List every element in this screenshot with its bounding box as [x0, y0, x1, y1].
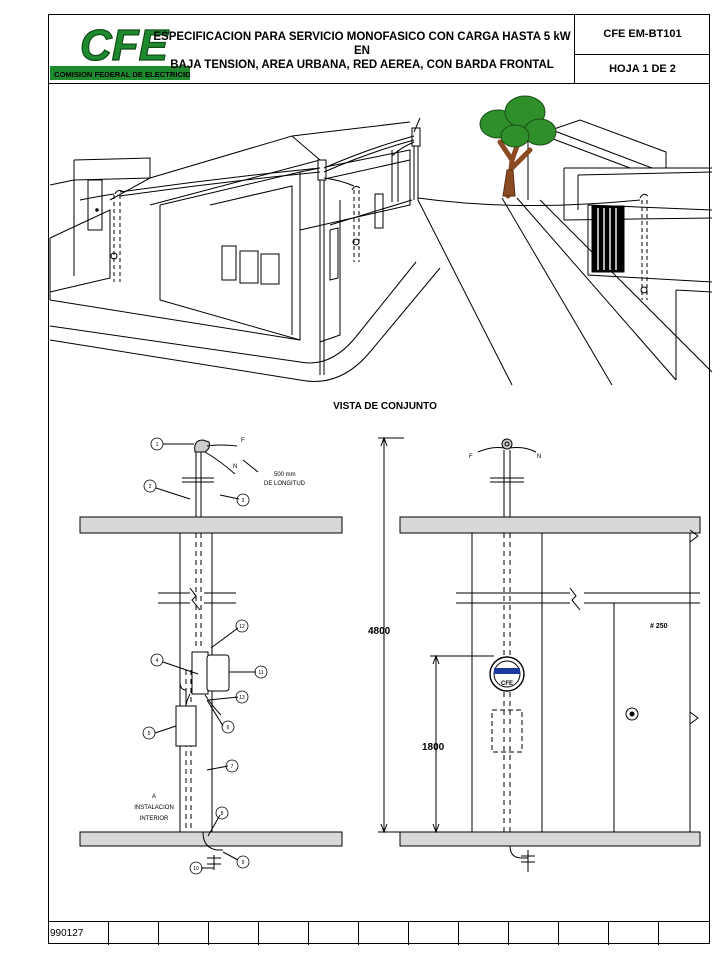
callout-1: 1: [156, 442, 159, 448]
callout-7: 7: [231, 764, 234, 770]
revision-cell: [608, 922, 658, 945]
meter-brand: CFE: [501, 681, 513, 687]
length-label-1: 500 mm: [274, 472, 296, 478]
spec-code: CFE EM-BT101: [575, 14, 710, 55]
callout-5: 5: [148, 731, 151, 737]
tree: [479, 95, 557, 199]
callout-numbers: 1 2 3 4 5 6 7 8 9 10 11 12 13: [148, 442, 264, 872]
spec-title: ESPECIFICACION PARA SERVICIO MONOFASICO …: [150, 30, 574, 72]
revision-cell: [108, 922, 158, 945]
callout-11: 11: [258, 670, 263, 676]
perspective-view: [49, 95, 713, 386]
callout-6: 6: [227, 725, 230, 731]
cfe-logo: CFE COMISION FEDERAL DE ELECTRICIDAD: [50, 20, 190, 80]
install-label-3: INTERIOR: [140, 816, 169, 822]
height-total: 4800: [368, 626, 391, 637]
revision-cell: [358, 922, 408, 945]
revision-cell: [208, 922, 258, 945]
left-phase-label: F: [241, 438, 245, 444]
revision-cell: [158, 922, 208, 945]
install-label-2: INSTALACION: [134, 805, 174, 811]
door-number: # 250: [650, 623, 668, 630]
utility-poles: [110, 127, 649, 375]
left-house: [49, 157, 151, 293]
callout-12: 12: [239, 624, 245, 630]
install-label-1: A: [152, 794, 156, 800]
drawing-frame: [48, 14, 710, 944]
right-neutral-label: N: [537, 454, 541, 460]
section-title: VISTA DE CONJUNTO: [333, 401, 437, 412]
logo-subtext: COMISION FEDERAL DE ELECTRICIDAD: [54, 70, 190, 79]
callout-9: 9: [242, 860, 245, 866]
callout-10: 10: [193, 866, 199, 872]
callout-4: 4: [156, 658, 159, 664]
length-label-2: DE LONGITUD: [264, 481, 306, 487]
right-phase-label: F: [469, 454, 473, 460]
gate-grille: [591, 205, 625, 273]
revision-cell: [658, 922, 710, 945]
date-code: 990127: [50, 928, 84, 939]
revision-cell: [258, 922, 308, 945]
left-detail: [79, 439, 343, 870]
revision-cell: [558, 922, 608, 945]
callout-13: 13: [239, 695, 245, 701]
callout-3: 3: [242, 498, 245, 504]
sheet-number: HOJA 1 DE 2: [609, 63, 676, 75]
street: [417, 197, 713, 386]
revision-cell: [508, 922, 558, 945]
title-line-1: ESPECIFICACION PARA SERVICIO MONOFASICO …: [153, 31, 571, 57]
callouts: [142, 437, 268, 875]
revision-strip: 990127: [48, 921, 710, 945]
height-meter: 1800: [422, 742, 445, 753]
title-block: [48, 14, 710, 84]
left-neutral-label: N: [233, 464, 237, 470]
callout-8: 8: [221, 811, 224, 817]
title-line-2: BAJA TENSION, AREA URBANA, RED AEREA, CO…: [170, 59, 554, 71]
callout-2: 2: [149, 484, 152, 490]
right-detail: [378, 436, 701, 872]
service-wires: [79, 117, 641, 207]
logo-text: CFE: [80, 21, 170, 70]
spec-code-box: CFE EM-BT101 HOJA 1 DE 2: [574, 14, 710, 84]
center-house: [49, 121, 441, 382]
revision-cell: [458, 922, 508, 945]
revision-cell: [308, 922, 358, 945]
revision-cell: [408, 922, 458, 945]
